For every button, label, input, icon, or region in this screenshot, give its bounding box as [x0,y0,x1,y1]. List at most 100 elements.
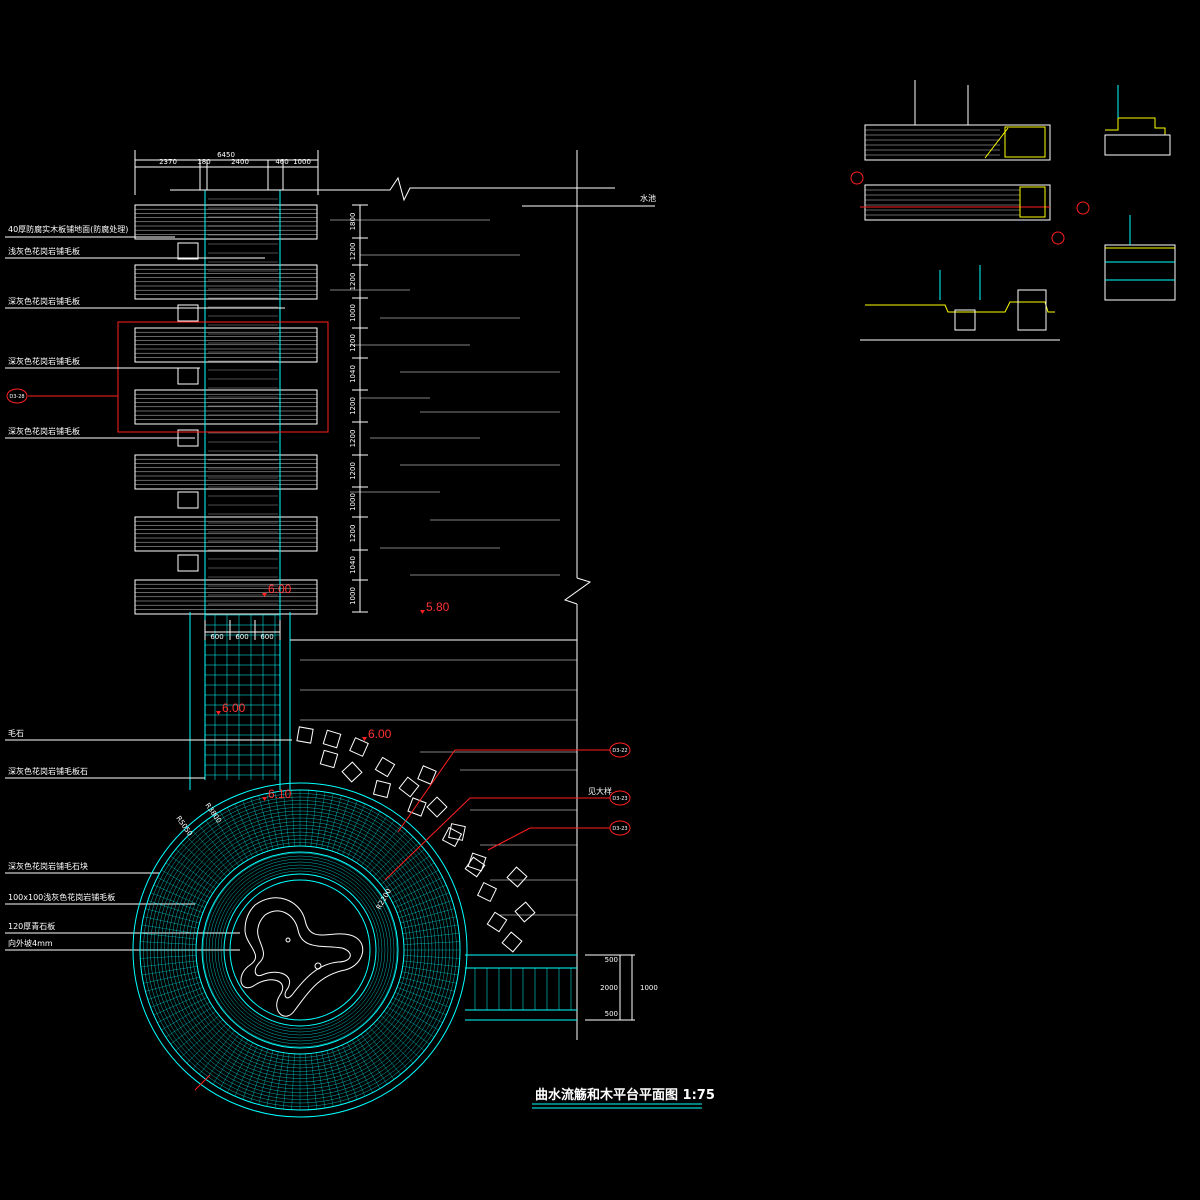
lower-paving-band: 500 2000 500 1000 [465,954,658,1021]
right-dim-9: 1200 [349,462,357,480]
elev-2: 5.80 [426,600,450,614]
stepping-stone-17 [506,866,528,888]
stepping-stone-11 [501,931,523,953]
side-dim-3: 500 [605,1010,618,1018]
stepping-stone-12 [341,761,363,783]
callout-rubble-stone: 毛石 [8,728,24,738]
stepping-stone-18 [514,901,536,923]
callout-dark-granite-3: 深灰色花岗岩铺毛板 [8,426,80,436]
detail-tag-2 [609,790,631,806]
dim-part-4: 460 [275,158,288,166]
callout-slope: 向外坡4mm [8,938,53,948]
right-dim-5: 1200 [349,334,357,352]
callout-bluestone: 120厚青石板 [8,921,55,931]
deck-plank-4 [134,389,318,425]
bottom-dim-3: 600 [260,633,273,641]
detail-tag-2-label: D3-23 [612,796,627,802]
right-dim-13: 1000 [349,587,357,605]
detail-ref-tag [6,388,28,404]
top-dimension-chain: 6450 2370 180 2400 460 1000 [134,150,319,195]
callout-dark-granite-2: 深灰色花岗岩铺毛板 [8,356,80,366]
right-dim-1: 1800 [349,213,357,231]
circular-plaza [132,782,468,1118]
paver-6 [177,242,199,260]
stone-walkway [189,189,291,790]
title-text: 曲水流觞和木平台平面图 1:75 [535,1087,715,1103]
stepping-stone-15 [441,826,463,848]
paver-1 [177,304,199,322]
radius-dim-1: R5050 [174,815,194,838]
deck-plank-3 [134,327,318,363]
dim-part-5: 1000 [293,158,311,166]
paver-5 [177,554,199,572]
right-dim-11: 1200 [349,525,357,543]
detail-tag-1-label: D3-22 [612,748,627,754]
stepping-stone-20 [417,765,437,785]
stepping-stone-5 [398,776,420,798]
wood-deck-planks [134,204,318,615]
elev-5: 6.10 [268,787,292,801]
see-detail-note: 见大样 [588,786,612,796]
overall-dim: 6450 [217,151,235,159]
stepping-stone-9 [476,881,498,903]
paver-4 [177,491,199,509]
detail-step-a [1104,85,1171,156]
side-dim-4: 1000 [640,984,658,992]
detail-tag-1 [609,742,631,758]
side-dim-1: 500 [605,956,618,964]
detail-box [117,321,329,433]
right-dim-7: 1200 [349,397,357,415]
right-dim-4: 1000 [349,304,357,322]
bottom-dim-2: 600 [235,633,248,641]
water-label: 水池 [640,193,656,203]
callout-light-granite: 浅灰色花岗岩铺毛板 [8,246,80,256]
detail-tag-3-label: D3-23 [612,826,627,832]
detail-section-top [864,80,1051,161]
dim-part-2: 180 [197,158,210,166]
stepping-stones [296,726,536,953]
right-dim-3: 1200 [349,273,357,291]
paver-2 [177,367,199,385]
callout-granite-block: 深灰色花岗岩铺毛石块 [8,861,88,871]
dim-part-3: 2400 [231,158,249,166]
elev-3: 6.00 [222,701,246,715]
stepping-stone-10 [486,911,508,933]
callout-granite-stone: 深灰色花岗岩铺毛板石 [8,766,88,776]
stream-outer [240,897,364,1017]
callout-100-granite: 100x100浅灰色花岗岩铺毛板 [8,892,115,902]
water-pond-lines [300,219,577,916]
callout-dark-granite-1: 深灰色花岗岩铺毛板 [8,296,80,306]
stepping-stone-19 [319,749,339,769]
elev-1: 6.00 [268,582,292,596]
stepping-stone-4 [374,756,396,778]
right-dim-6: 1040 [349,365,357,383]
stream-inner [254,910,351,999]
stepping-stone-7 [448,823,466,841]
detail-leaders: D3-22 D3-23 D3-23 见大样 [194,742,631,1091]
deck-plank-2 [134,264,318,300]
stepping-stone-2 [322,729,342,749]
right-dim-12: 1040 [349,556,357,574]
detail-section-bottom [860,265,1060,341]
deck-plank-5 [134,454,318,490]
stepping-stone-16 [464,856,486,878]
drawing-title: 曲水流觞和木平台平面图 1:75 [532,1087,715,1109]
callout-wood-deck: 40厚防腐实木板铺地面(防腐处理) [8,224,128,234]
left-callout-leaders: 40厚防腐实木板铺地面(防腐处理) 浅灰色花岗岩铺毛板 深灰色花岗岩铺毛板 深灰… [5,224,292,951]
right-dim-10: 1000 [349,493,357,511]
stepping-stone-1 [296,726,314,744]
stepping-stone-3 [349,737,369,757]
stone-paver-squares [177,242,199,572]
detail-tag-3 [609,820,631,836]
detail-section-mid [850,171,1090,245]
bottom-dimension-chain: 600 600 600 [204,620,281,641]
elevation-markers: 6.00 5.80 6.00 6.00 6.10 [216,582,450,801]
elev-4: 6.00 [368,727,392,741]
side-dim-2: 2000 [600,984,618,992]
dim-part-1: 2370 [159,158,177,166]
right-dim-8: 1200 [349,430,357,448]
right-dim-2: 1200 [349,243,357,261]
right-dimension-chain: 1800 1200 1200 1000 1200 1040 1200 1200 1200 1000… [349,204,368,613]
stepping-stone-13 [372,779,392,799]
